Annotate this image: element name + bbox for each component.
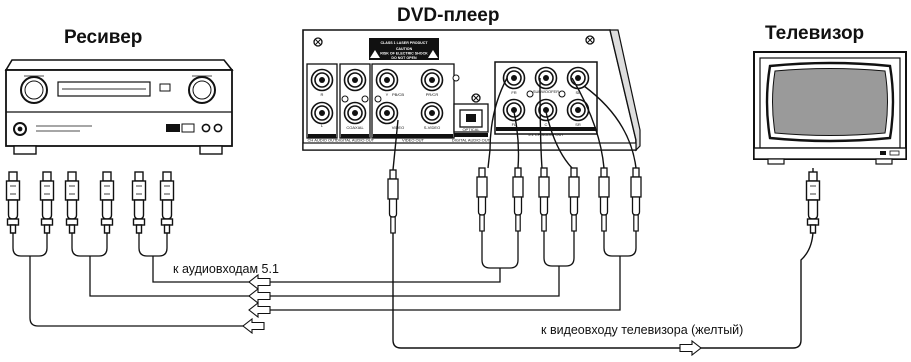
rca-plugs-51 xyxy=(476,167,642,232)
group-label-digital-optical: DIGITAL AUDIO OUT xyxy=(452,138,491,143)
cable-video xyxy=(392,119,814,349)
caution-line1: RISK OF ELECTRIC SHOCK xyxy=(380,52,428,56)
socket-label-sr: SR xyxy=(575,122,581,127)
socket-label-pb: PB/CB xyxy=(392,92,404,97)
socket-label-c: C xyxy=(545,122,548,127)
socket-label-sl: SL xyxy=(576,90,582,95)
group-label-51-audio-out: 5.1 CH AUDIO OUT xyxy=(528,132,564,137)
caution-line2: DO NOT OPEN xyxy=(391,56,417,60)
socket-label-y: Y xyxy=(386,92,389,97)
group-label-video-out: VIDEO OUT xyxy=(402,138,425,143)
tv-title: Телевизор xyxy=(765,23,865,44)
socket-label-audio-r: R xyxy=(321,92,324,97)
arrow-left-icon xyxy=(242,318,265,334)
caution-title: CAUTION xyxy=(396,47,413,51)
socket-label-fl: FL xyxy=(512,122,517,127)
socket-label-fr: FR xyxy=(511,90,516,95)
socket-label-subwoofer: SUBWOOFER xyxy=(533,89,559,94)
receiver-title: Ресивер xyxy=(64,27,143,48)
socket-label-s-video: S-VIDEO xyxy=(424,125,440,130)
dvd-player-icon: CLASS 1 LASER PRODUCT CAUTION RISK OF EL… xyxy=(302,29,641,152)
group-label-optical: OPTICAL xyxy=(462,127,480,132)
arrow-left-icon xyxy=(248,274,271,318)
group-label-digital-coax: DIGITAL AUDIO OUT xyxy=(336,138,375,143)
arrow-right-icon xyxy=(679,340,702,356)
cable-51-down xyxy=(264,231,637,311)
socket-label-pr: PR/CR xyxy=(426,92,439,97)
tv-icon xyxy=(753,51,907,165)
rca-plug-tv xyxy=(805,171,821,234)
video-input-note: к видеовходу телевизора (желтый) xyxy=(541,323,744,337)
receiver-icon xyxy=(4,59,234,155)
rca-plugs-receiver xyxy=(5,171,175,234)
rca-plug-video xyxy=(387,169,399,234)
laser-label: CLASS 1 LASER PRODUCT xyxy=(380,41,428,45)
socket-label-video: VIDEO xyxy=(392,125,404,130)
dvd-player-title: DVD-плеер xyxy=(397,5,500,26)
socket-label-audio-l: L xyxy=(321,123,324,128)
cable-51-set xyxy=(487,77,637,169)
audio-inputs-note: к аудиовходам 5.1 xyxy=(173,262,279,276)
group-label-audio-out: CH AUDIO OUT xyxy=(308,138,337,143)
socket-label-coaxial: COAXIAL xyxy=(346,125,364,130)
cable-receiver-inputs xyxy=(12,233,250,327)
